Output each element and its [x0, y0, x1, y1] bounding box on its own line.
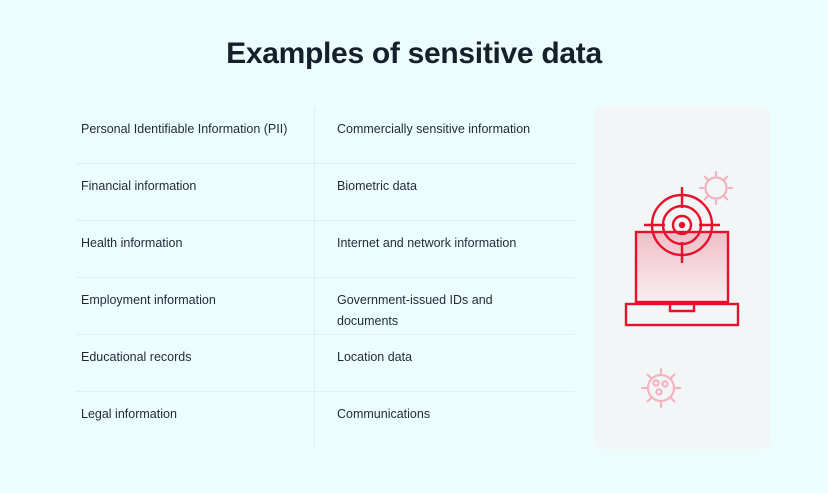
list-item: Commercially sensitive information	[315, 107, 575, 164]
list-item: Personal Identifiable Information (PII)	[76, 107, 314, 164]
list-item-label: Financial information	[81, 179, 197, 193]
list-item-label: Location data	[337, 350, 413, 364]
list-item: Educational records	[76, 335, 314, 392]
list-item: Financial information	[76, 164, 314, 221]
list-item: Government-issued IDs and documents	[315, 278, 575, 335]
list-item: Employment information	[76, 278, 314, 335]
sensitive-data-list: Personal Identifiable Information (PII) …	[76, 107, 575, 449]
list-item-label: Personal Identifiable Information (PII)	[81, 122, 288, 136]
list-item: Internet and network information	[315, 221, 575, 278]
virus-icon-top	[698, 170, 734, 206]
illustration-panel	[594, 107, 770, 449]
list-item: Location data	[315, 335, 575, 392]
list-item-label: Government-issued IDs and documents	[337, 293, 493, 328]
laptop-icon	[624, 230, 740, 327]
list-item: Communications	[315, 392, 575, 449]
column-divider	[314, 107, 315, 449]
list-item-label: Health information	[81, 236, 183, 250]
laptop-under-attack-illustration	[624, 170, 740, 409]
virus-icon-bottom	[640, 367, 682, 409]
crosshair-target-icon	[644, 187, 720, 263]
list-item-label: Internet and network information	[337, 236, 517, 250]
page-title: Examples of sensitive data	[226, 37, 602, 70]
list-item-label: Educational records	[81, 350, 192, 364]
list-item-label: Legal information	[81, 407, 177, 421]
list-item: Biometric data	[315, 164, 575, 221]
list-item-label: Commercially sensitive information	[337, 122, 531, 136]
content-area: Personal Identifiable Information (PII) …	[76, 107, 770, 449]
list-item-label: Communications	[337, 407, 431, 421]
list-item-label: Employment information	[81, 293, 216, 307]
list-item-label: Biometric data	[337, 179, 417, 193]
list-item: Legal information	[76, 392, 314, 449]
list-item: Health information	[76, 221, 314, 278]
